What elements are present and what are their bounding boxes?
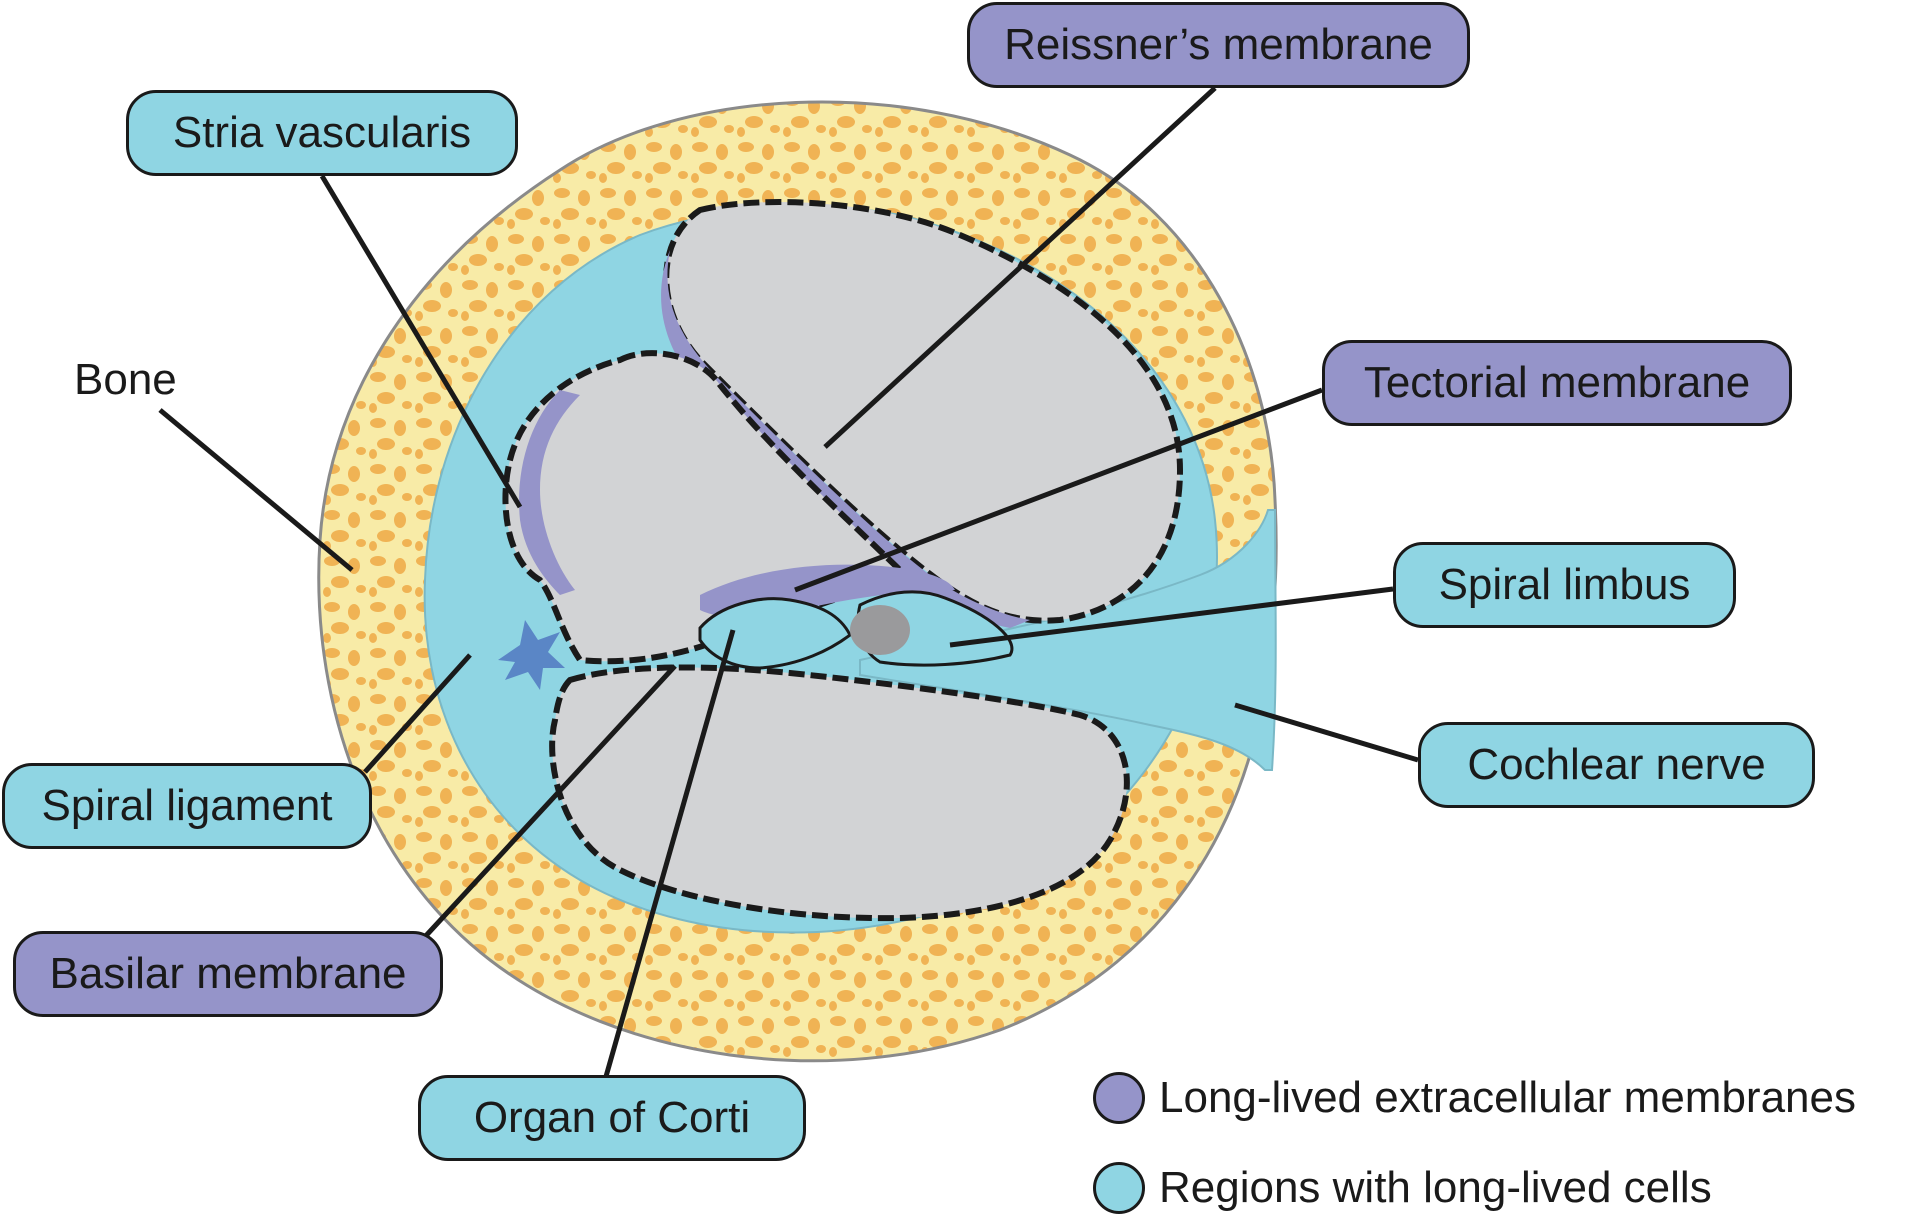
legend-swatch-cyan [1093,1162,1145,1214]
label-cochlear-nerve: Cochlear nerve [1418,722,1815,808]
scala-vestibuli [663,199,1184,624]
legend-label-cells: Regions with long-lived cells [1159,1163,1712,1212]
leader-spiral-ligament [363,653,472,774]
label-spiral-ligament: Spiral ligament [2,763,372,849]
stria-vascularis-shape [519,390,580,595]
label-bone: Bone [74,355,177,404]
label-tectorial-membrane: Tectorial membrane [1322,340,1792,426]
label-stria-vascularis: Stria vascularis [126,90,518,176]
scala-tympani [549,664,1130,922]
organ-of-corti-shape [698,597,852,670]
legend-swatch-purple [1093,1072,1145,1124]
legend-membranes: Long-lived extracellular membranes [1093,1072,1856,1124]
leader-basilar [420,664,677,942]
label-reissners-membrane: Reissner’s membrane [967,2,1470,88]
limbus-core [850,605,910,655]
leader-lines [158,86,1419,1081]
legend-label-membranes: Long-lived extracellular membranes [1159,1073,1856,1122]
leader-bone [158,408,354,572]
label-organ-of-corti: Organ of Corti [418,1075,806,1161]
legend-cells: Regions with long-lived cells [1093,1162,1712,1214]
leader-tectorial [794,387,1323,593]
label-basilar-membrane: Basilar membrane [13,931,443,1017]
leader-spiral-limbus [949,586,1394,648]
ligament-starburst [498,620,565,690]
leader-reissner [823,86,1217,449]
leader-cochlear-nerve [1234,702,1419,763]
label-spiral-limbus: Spiral limbus [1393,542,1736,628]
leader-stria [319,174,523,509]
leader-corti [602,629,736,1081]
